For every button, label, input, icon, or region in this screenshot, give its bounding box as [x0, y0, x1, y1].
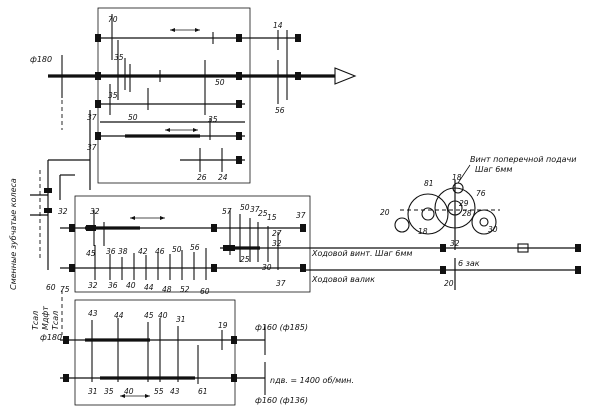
gear-76-icon [434, 187, 476, 229]
gear-number: 36 [108, 281, 118, 290]
gear-number: 37 [87, 143, 97, 152]
gear-number: 45 [144, 311, 154, 320]
gear-number: 50 [128, 113, 138, 122]
gear-number: 46 [155, 247, 165, 256]
gear-number: 60 [46, 283, 56, 292]
gear-number: 81 [424, 179, 434, 188]
gear-number: 31 [176, 315, 186, 324]
gear-number: 32 [58, 207, 68, 216]
gear-number: 40 [124, 387, 134, 396]
gear-number: 55 [154, 387, 164, 396]
gear-number: 50 [215, 78, 225, 87]
gear-number: 56 [275, 106, 285, 115]
gear-number: 45 [86, 249, 96, 258]
gear-number: 44 [114, 311, 124, 320]
pulley-diameter-upper: ф160 (ф185) [255, 323, 308, 332]
gear-cone [93, 210, 279, 280]
gear-number: 37 [276, 279, 286, 288]
gear-number: 20 [380, 208, 390, 217]
cross-feed-screw-pitch: Шаг 6мм [475, 165, 512, 174]
gear-number: 75 [60, 285, 70, 294]
rack-label: 6 зак [458, 259, 480, 268]
motor-box [60, 290, 266, 398]
gear-number: 26 [197, 173, 207, 182]
gear-number: 76 [476, 189, 486, 198]
annotation-labels: ф180 ф180 ф160 (ф185) ф160 (ф136) nдв. =… [9, 55, 576, 405]
gear-number: 32 [90, 207, 100, 216]
motor-speed-label: nдв. = 1400 об/мин. [270, 376, 354, 385]
feed-shaft-label: Ходовой валик [311, 275, 375, 284]
gear-number: 35 [114, 53, 124, 62]
gear-number: 14 [273, 21, 283, 30]
gear-number: 40 [158, 311, 168, 320]
housing-frames [74, 7, 311, 406]
gear-number: 57 [222, 207, 232, 216]
lead-screw-label: Ходовой винт. Шаг 6мм [311, 249, 412, 258]
gear-number: 50 [172, 245, 182, 254]
gear-number: 38 [118, 247, 128, 256]
gear-number: 36 [106, 247, 116, 256]
gear-number: 40 [126, 281, 136, 290]
change-gears-quadrant [30, 110, 91, 270]
gear-number: 60 [200, 287, 210, 296]
gear-number: 25 [240, 255, 250, 264]
gear-number: 20 [444, 279, 454, 288]
gear-number: 70 [108, 15, 118, 24]
change-gears-label: Сменные зубчатые колеса [9, 178, 18, 290]
gear-number: 31 [88, 387, 98, 396]
gear-number: 25 [258, 209, 268, 218]
pulley-diameter-left: ф180 [40, 333, 62, 342]
gear-20-icon [394, 217, 410, 233]
gear-number: 32 [88, 281, 98, 290]
rack-side-label-2: Мдфт [41, 306, 50, 330]
gear-number: 28 [462, 209, 472, 218]
gear-number: 52 [180, 285, 190, 294]
gear-number: 37 [296, 211, 306, 220]
gear-number: 43 [88, 309, 98, 318]
feed-gearbox [60, 210, 306, 280]
gear-number: 18 [418, 227, 428, 236]
gear-30-icon [471, 209, 497, 235]
gear-number: 30 [488, 225, 498, 234]
gear-number: 18 [452, 173, 462, 182]
gear-number: 42 [138, 247, 148, 256]
gear-number: 32 [272, 239, 282, 248]
pulley-diameter-top: ф180 [30, 55, 52, 64]
gear-number: 27 [272, 229, 282, 238]
gear-number: 37 [250, 205, 260, 214]
gear-number: 32 [450, 239, 460, 248]
gear-number: 15 [267, 213, 277, 222]
gear-81-icon [407, 193, 449, 235]
gear-number: 37 [87, 113, 97, 122]
gear-number: 35 [108, 91, 118, 100]
pulley-diameter-lower: ф160 (ф136) [255, 396, 308, 405]
spindle-arrow-icon [334, 67, 357, 85]
gear-number: 24 [218, 173, 228, 182]
gear-number: 50 [240, 203, 250, 212]
gear-number: 35 [208, 115, 218, 124]
apron [300, 164, 581, 290]
gear-number: 61 [198, 387, 208, 396]
gear-number: 29 [459, 199, 469, 208]
rack-side-label-3: Тсал [51, 311, 60, 330]
gear-number: 44 [144, 283, 154, 292]
rack-side-label-1: Тсал [31, 311, 40, 330]
gear-number: 35 [104, 387, 114, 396]
gear-number: 43 [170, 387, 180, 396]
spindle-headstock [48, 14, 357, 172]
gear-number: 48 [162, 285, 172, 294]
gear-number-labels: 70 14 35 35 50 50 56 37 35 37 26 24 32 3… [46, 15, 498, 396]
gear-number: 56 [190, 243, 200, 252]
gear-number: 30 [262, 263, 272, 272]
cross-feed-screw-label: Винт поперечной подачи [470, 155, 576, 164]
gear-number: 19 [218, 321, 228, 330]
